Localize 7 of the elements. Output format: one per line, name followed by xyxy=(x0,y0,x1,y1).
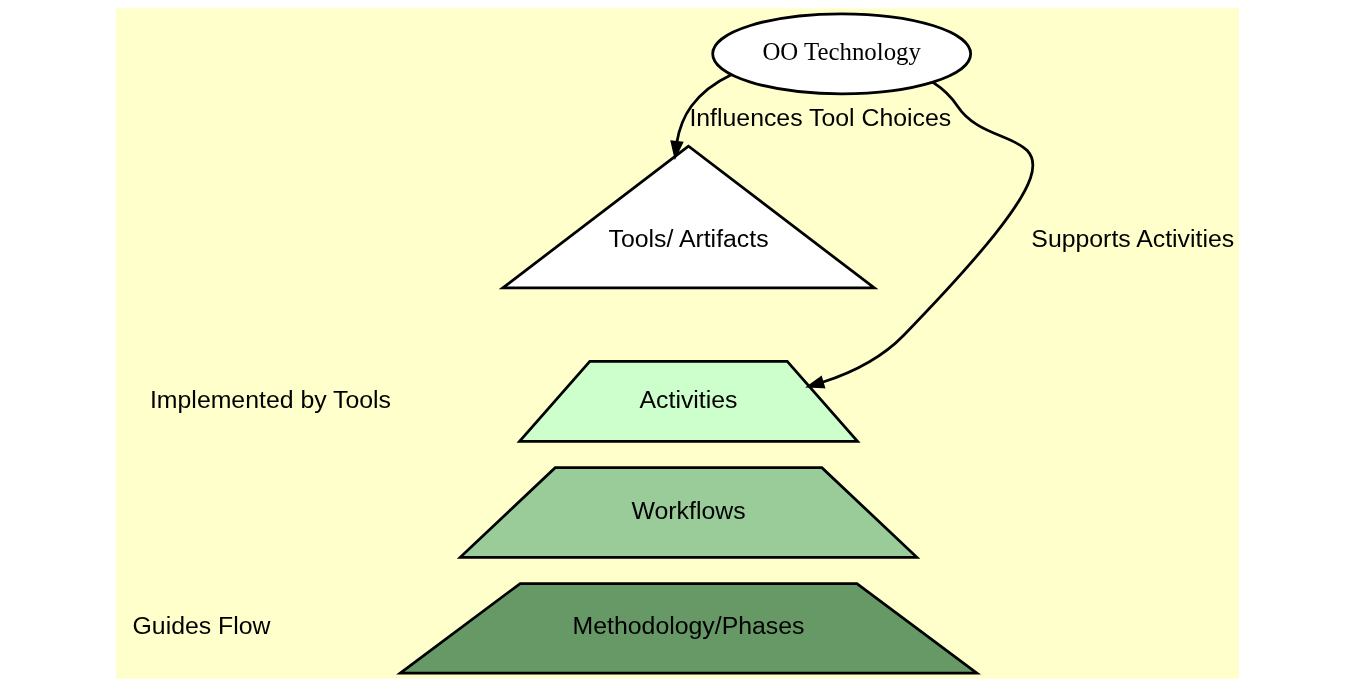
arrow xyxy=(670,73,732,161)
edge-label: Influences Tool Choices xyxy=(689,104,952,132)
label: Guides Flow xyxy=(132,612,271,640)
label: Implemented by Tools xyxy=(149,385,392,413)
node-ellipse: OO Technology xyxy=(711,12,973,96)
arrow xyxy=(805,81,1034,389)
edge-label: Supports Activities xyxy=(1031,224,1235,252)
